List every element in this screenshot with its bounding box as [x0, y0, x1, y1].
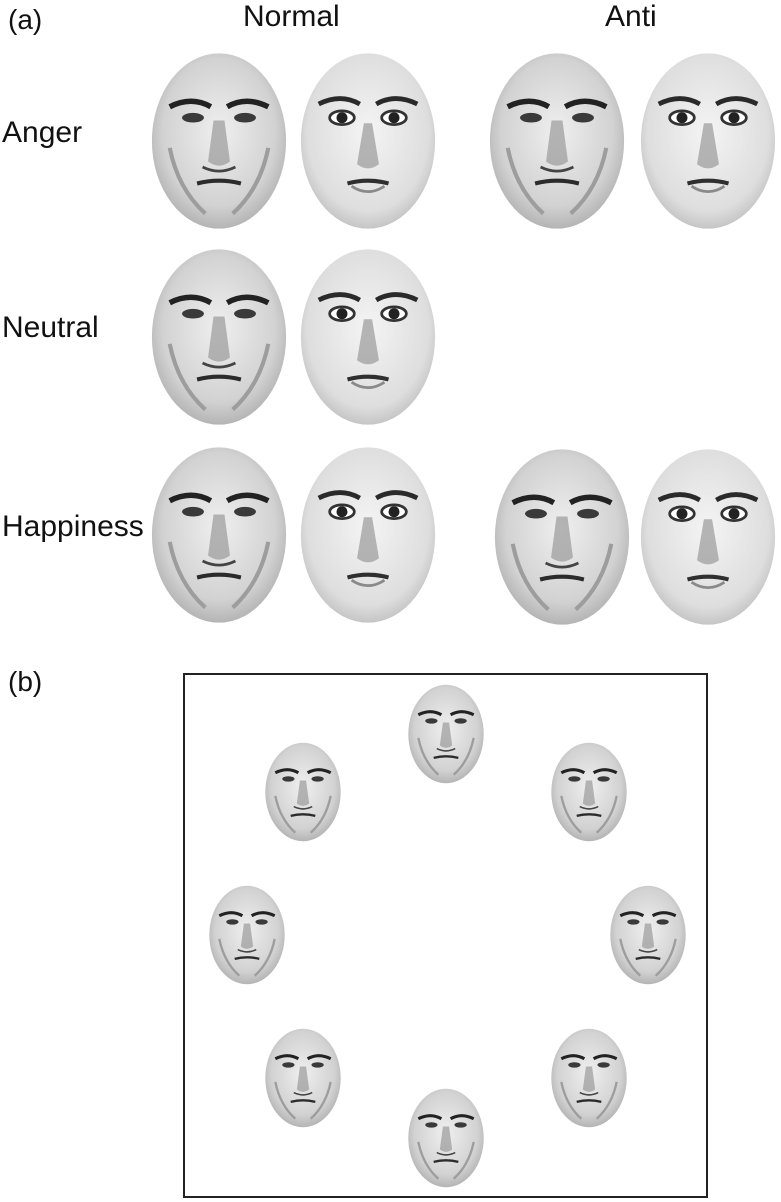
face-happiness-anti-male	[493, 448, 631, 626]
panel-a-label: (a)	[8, 4, 43, 35]
search-face-right	[609, 885, 687, 985]
column-header-anti: Anti	[605, 0, 657, 33]
face-anger-anti-male	[488, 52, 626, 230]
face-anger-anti-female	[638, 52, 778, 230]
row-label-neutral: Neutral	[2, 311, 99, 344]
row-label-anger: Anger	[2, 116, 83, 149]
search-face-bottom	[407, 1088, 485, 1188]
face-happiness-normal-female	[298, 446, 438, 624]
face-anger-normal-female	[298, 52, 438, 230]
column-header-normal: Normal	[243, 0, 340, 33]
search-face-top	[407, 684, 485, 784]
face-happiness-anti-female	[638, 448, 778, 626]
search-face-upper-right	[550, 742, 628, 842]
search-face-left	[208, 885, 286, 985]
search-face-lower-left	[264, 1028, 342, 1128]
panel-b-label: (b)	[8, 666, 43, 697]
search-face-upper-left	[264, 742, 342, 842]
face-anger-normal-male	[150, 52, 288, 230]
search-display-frame	[183, 673, 708, 1198]
search-face-lower-right	[550, 1028, 628, 1128]
face-neutral-normal-female	[298, 248, 438, 426]
face-happiness-normal-male	[150, 446, 288, 624]
face-neutral-normal-male	[150, 248, 288, 426]
row-label-happiness: Happiness	[2, 510, 144, 543]
